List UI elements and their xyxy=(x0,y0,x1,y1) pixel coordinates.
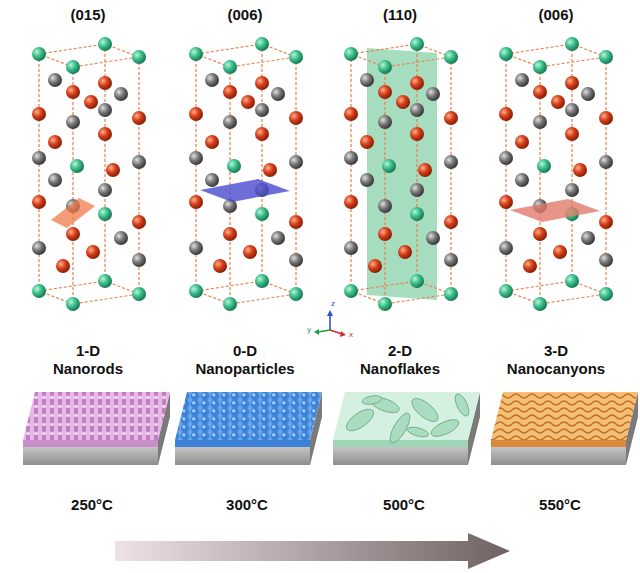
axis-label: x xyxy=(349,330,353,340)
dimension-label: 3-D Nanocanyons xyxy=(507,342,605,378)
dimension-label: 2-D Nanoflakes xyxy=(360,342,440,378)
miller-index: (006) xyxy=(538,6,573,24)
miller-index: (110) xyxy=(383,6,417,24)
axis-label: z xyxy=(331,299,335,309)
axis-label: y xyxy=(307,325,311,335)
dimension-label: 1-D Nanorods xyxy=(53,342,123,378)
temperature-label: 300°C xyxy=(226,496,268,514)
dimension-label: 0-D Nanoparticles xyxy=(195,342,294,378)
temperature-label: 500°C xyxy=(383,496,425,514)
temperature-label: 550°C xyxy=(539,496,581,514)
miller-index: (015) xyxy=(70,6,105,24)
miller-index: (006) xyxy=(227,6,262,24)
temperature-label: 250°C xyxy=(71,496,113,514)
